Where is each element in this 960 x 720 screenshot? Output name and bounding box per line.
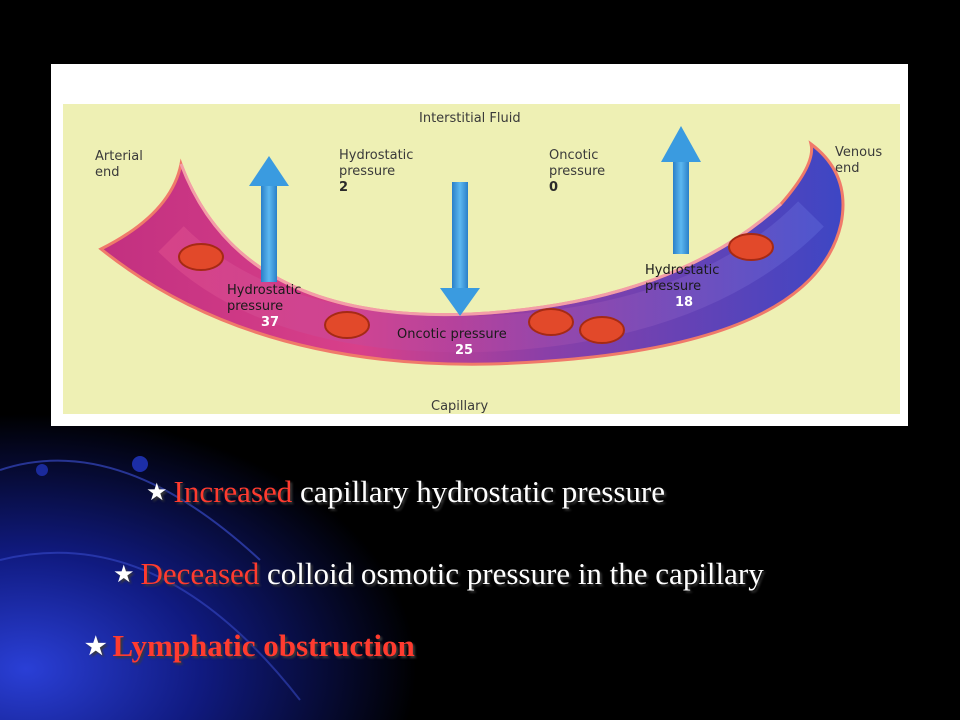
hydrostatic-top-label: Hydrostatic: [339, 148, 413, 163]
hydrostatic-venous-label: Hydrostatic: [645, 263, 719, 278]
red-blood-cell: [178, 243, 224, 271]
oncotic-capillary-label: Oncotic pressure: [397, 327, 507, 342]
hydrostatic-arrow-up-arterial: [249, 156, 289, 282]
star-icon: ★: [85, 634, 107, 660]
decor-dot: [132, 456, 148, 472]
hydrostatic-arterial-value: 37: [261, 315, 279, 330]
oncotic-top-value: 0: [549, 180, 558, 195]
oncotic-arrow-down: [440, 182, 480, 316]
capillary-diagram: Interstitial Fluid Arterial end Venous e…: [51, 64, 908, 426]
arterial-end-label-2: end: [95, 165, 120, 180]
hydrostatic-arterial-label: Hydrostatic: [227, 283, 301, 298]
hydrostatic-venous-value: 18: [675, 295, 693, 310]
red-blood-cell: [579, 316, 625, 344]
hydrostatic-top-value: 2: [339, 180, 348, 195]
hydrostatic-arrow-up-venous: [661, 126, 701, 254]
bullet-increased-hydrostatic: ★Increased capillary hydrostatic pressur…: [146, 474, 665, 510]
bullet-highlight: Increased: [173, 474, 293, 509]
hydrostatic-arterial-label-2: pressure: [227, 299, 283, 314]
red-blood-cell: [728, 233, 774, 261]
bullet-decreased-colloid: ★Deceased colloid osmotic pressure in th…: [113, 556, 764, 592]
star-icon: ★: [113, 562, 135, 588]
oncotic-capillary-value: 25: [455, 343, 473, 358]
arterial-end-label: Arterial: [95, 149, 143, 164]
hydrostatic-venous-label-2: pressure: [645, 279, 701, 294]
hydrostatic-top-label-2: pressure: [339, 164, 395, 179]
red-blood-cell: [528, 308, 574, 336]
bullet-text: capillary hydrostatic pressure: [292, 474, 665, 509]
decor-dot: [36, 464, 48, 476]
venous-end-label-2: end: [835, 161, 860, 176]
venous-end-label: Venous: [835, 145, 882, 160]
interstitial-fluid-label: Interstitial Fluid: [419, 111, 521, 126]
capillary-label: Capillary: [431, 399, 488, 414]
star-icon: ★: [146, 480, 168, 506]
bullet-text: colloid osmotic pressure in the capillar…: [259, 556, 764, 591]
bullet-lymphatic-obstruction: ★Lymphatic obstruction: [85, 628, 415, 664]
oncotic-top-label: Oncotic: [549, 148, 598, 163]
bullet-text: Lymphatic obstruction: [112, 628, 415, 663]
red-blood-cell: [324, 311, 370, 339]
bullet-highlight: Deceased: [140, 556, 260, 591]
oncotic-top-label-2: pressure: [549, 164, 605, 179]
